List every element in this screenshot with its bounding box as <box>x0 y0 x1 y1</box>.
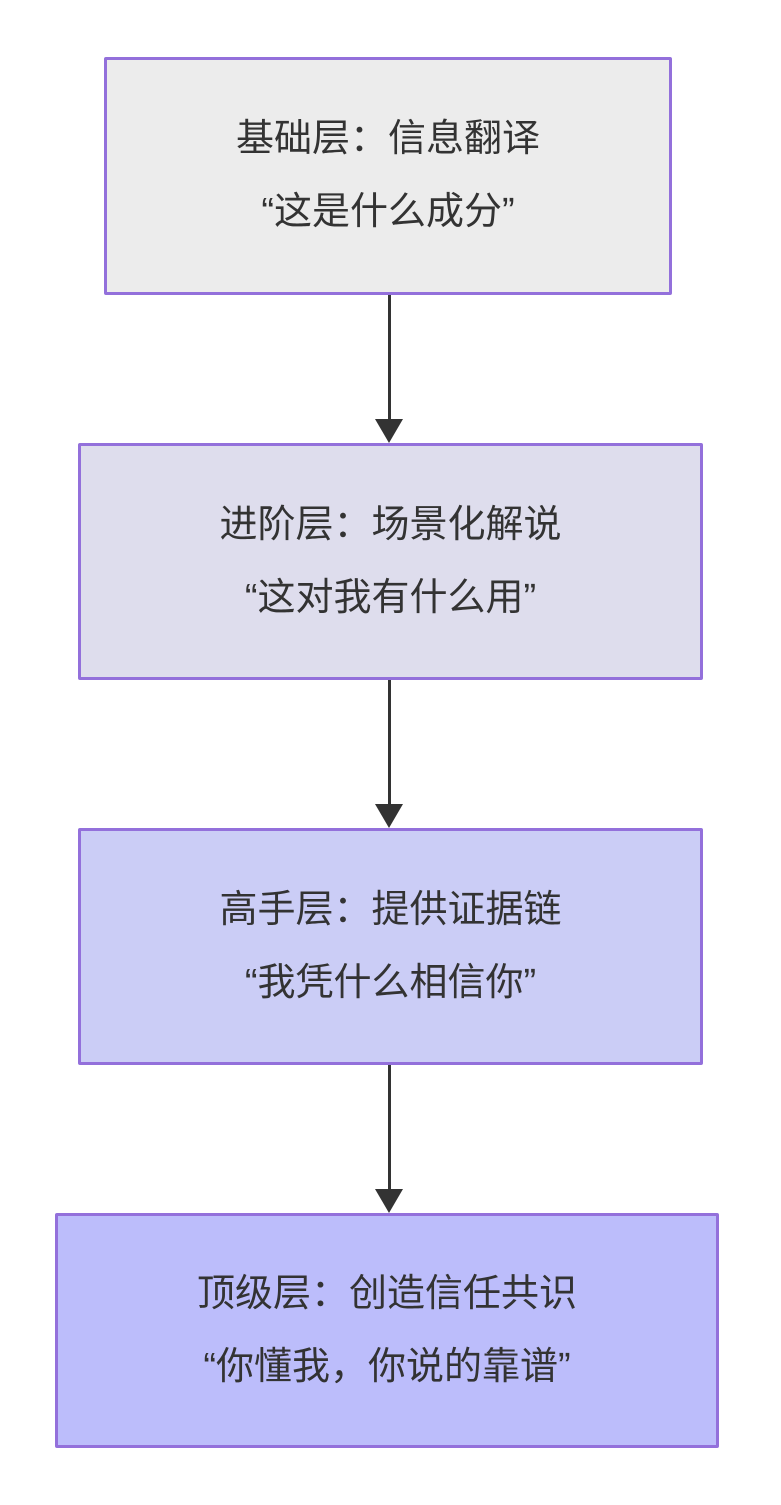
node-basic-quote: “这是什么成分” <box>261 191 515 233</box>
arrow-advanced-to-expert <box>375 680 403 828</box>
arrowhead-down-icon <box>375 419 403 443</box>
node-top-title: 顶级层：创造信任共识 <box>196 1272 577 1315</box>
node-expert-title: 高手层：提供证据链 <box>219 888 562 931</box>
arrow-line <box>387 680 391 804</box>
node-advanced-layer: 进阶层：场景化解说 “这对我有什么用” <box>78 443 703 680</box>
arrow-line <box>387 1065 391 1189</box>
node-basic-title: 基础层：信息翻译 <box>235 118 540 160</box>
node-expert-quote: “我凭什么相信你” <box>244 961 537 1004</box>
arrow-line <box>387 295 391 419</box>
arrowhead-down-icon <box>375 1189 403 1213</box>
arrow-expert-to-top <box>375 1065 403 1213</box>
node-advanced-title: 进阶层：场景化解说 <box>219 503 562 546</box>
arrowhead-down-icon <box>375 804 403 828</box>
node-top-quote: “你懂我，你说的靠谱” <box>203 1345 571 1388</box>
node-expert-layer: 高手层：提供证据链 “我凭什么相信你” <box>78 828 703 1065</box>
node-top-layer: 顶级层：创造信任共识 “你懂我，你说的靠谱” <box>55 1213 719 1448</box>
node-advanced-quote: “这对我有什么用” <box>244 576 537 619</box>
node-basic-layer: 基础层：信息翻译 “这是什么成分” <box>104 57 672 295</box>
arrow-basic-to-advanced <box>375 295 403 443</box>
